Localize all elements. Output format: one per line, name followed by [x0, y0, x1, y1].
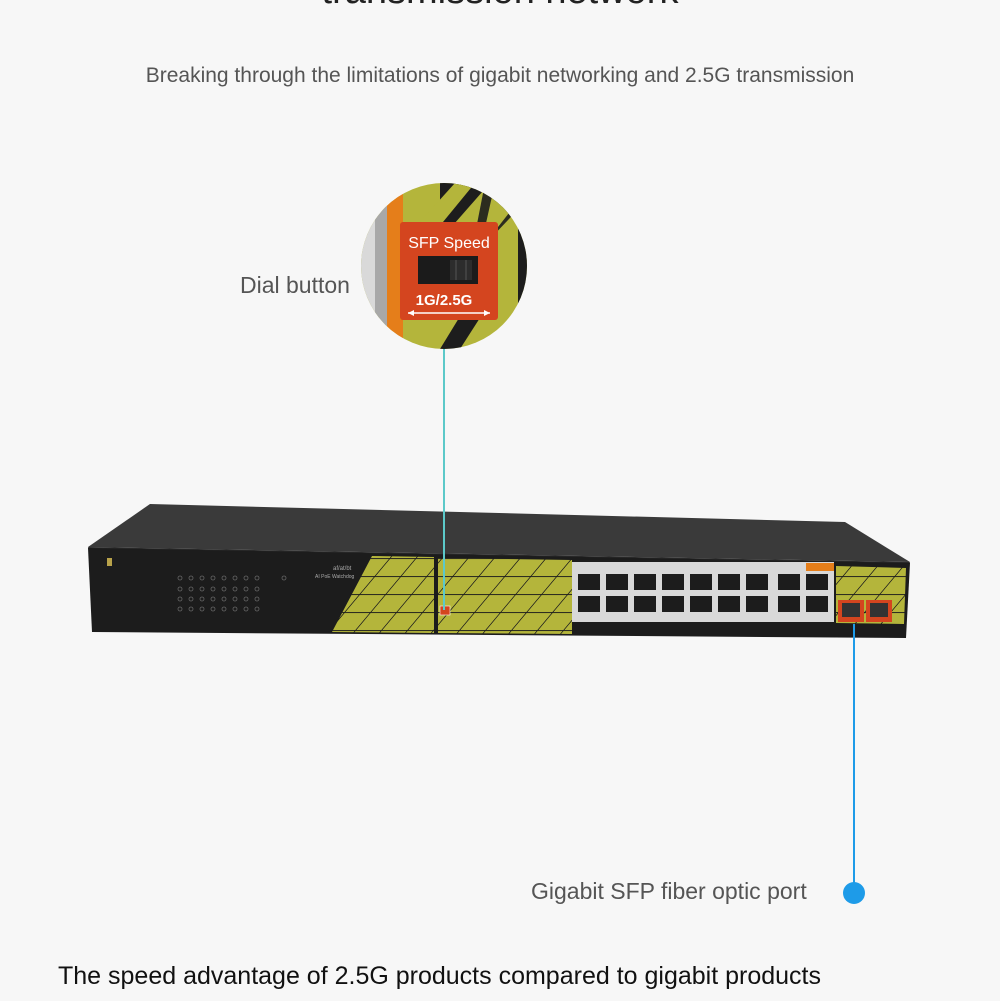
page-subtitle: Breaking through the limitations of giga…	[145, 64, 855, 87]
page-title: transmission network	[0, 0, 1000, 13]
section-heading: The speed advantage of 2.5G products com…	[58, 962, 821, 990]
device-standard-label: af/at/bt	[333, 566, 352, 572]
sfp-callout-dot	[843, 882, 865, 904]
sfp-port-label: Gigabit SFP fiber optic port	[531, 878, 807, 904]
device-model-label: AI PoE Watchdog	[315, 574, 354, 580]
zoom-badge-title: SFP Speed	[408, 235, 490, 252]
zoom-badge-options: 1G/2.5G	[416, 292, 473, 309]
dial-button-label: Dial button	[240, 272, 350, 298]
